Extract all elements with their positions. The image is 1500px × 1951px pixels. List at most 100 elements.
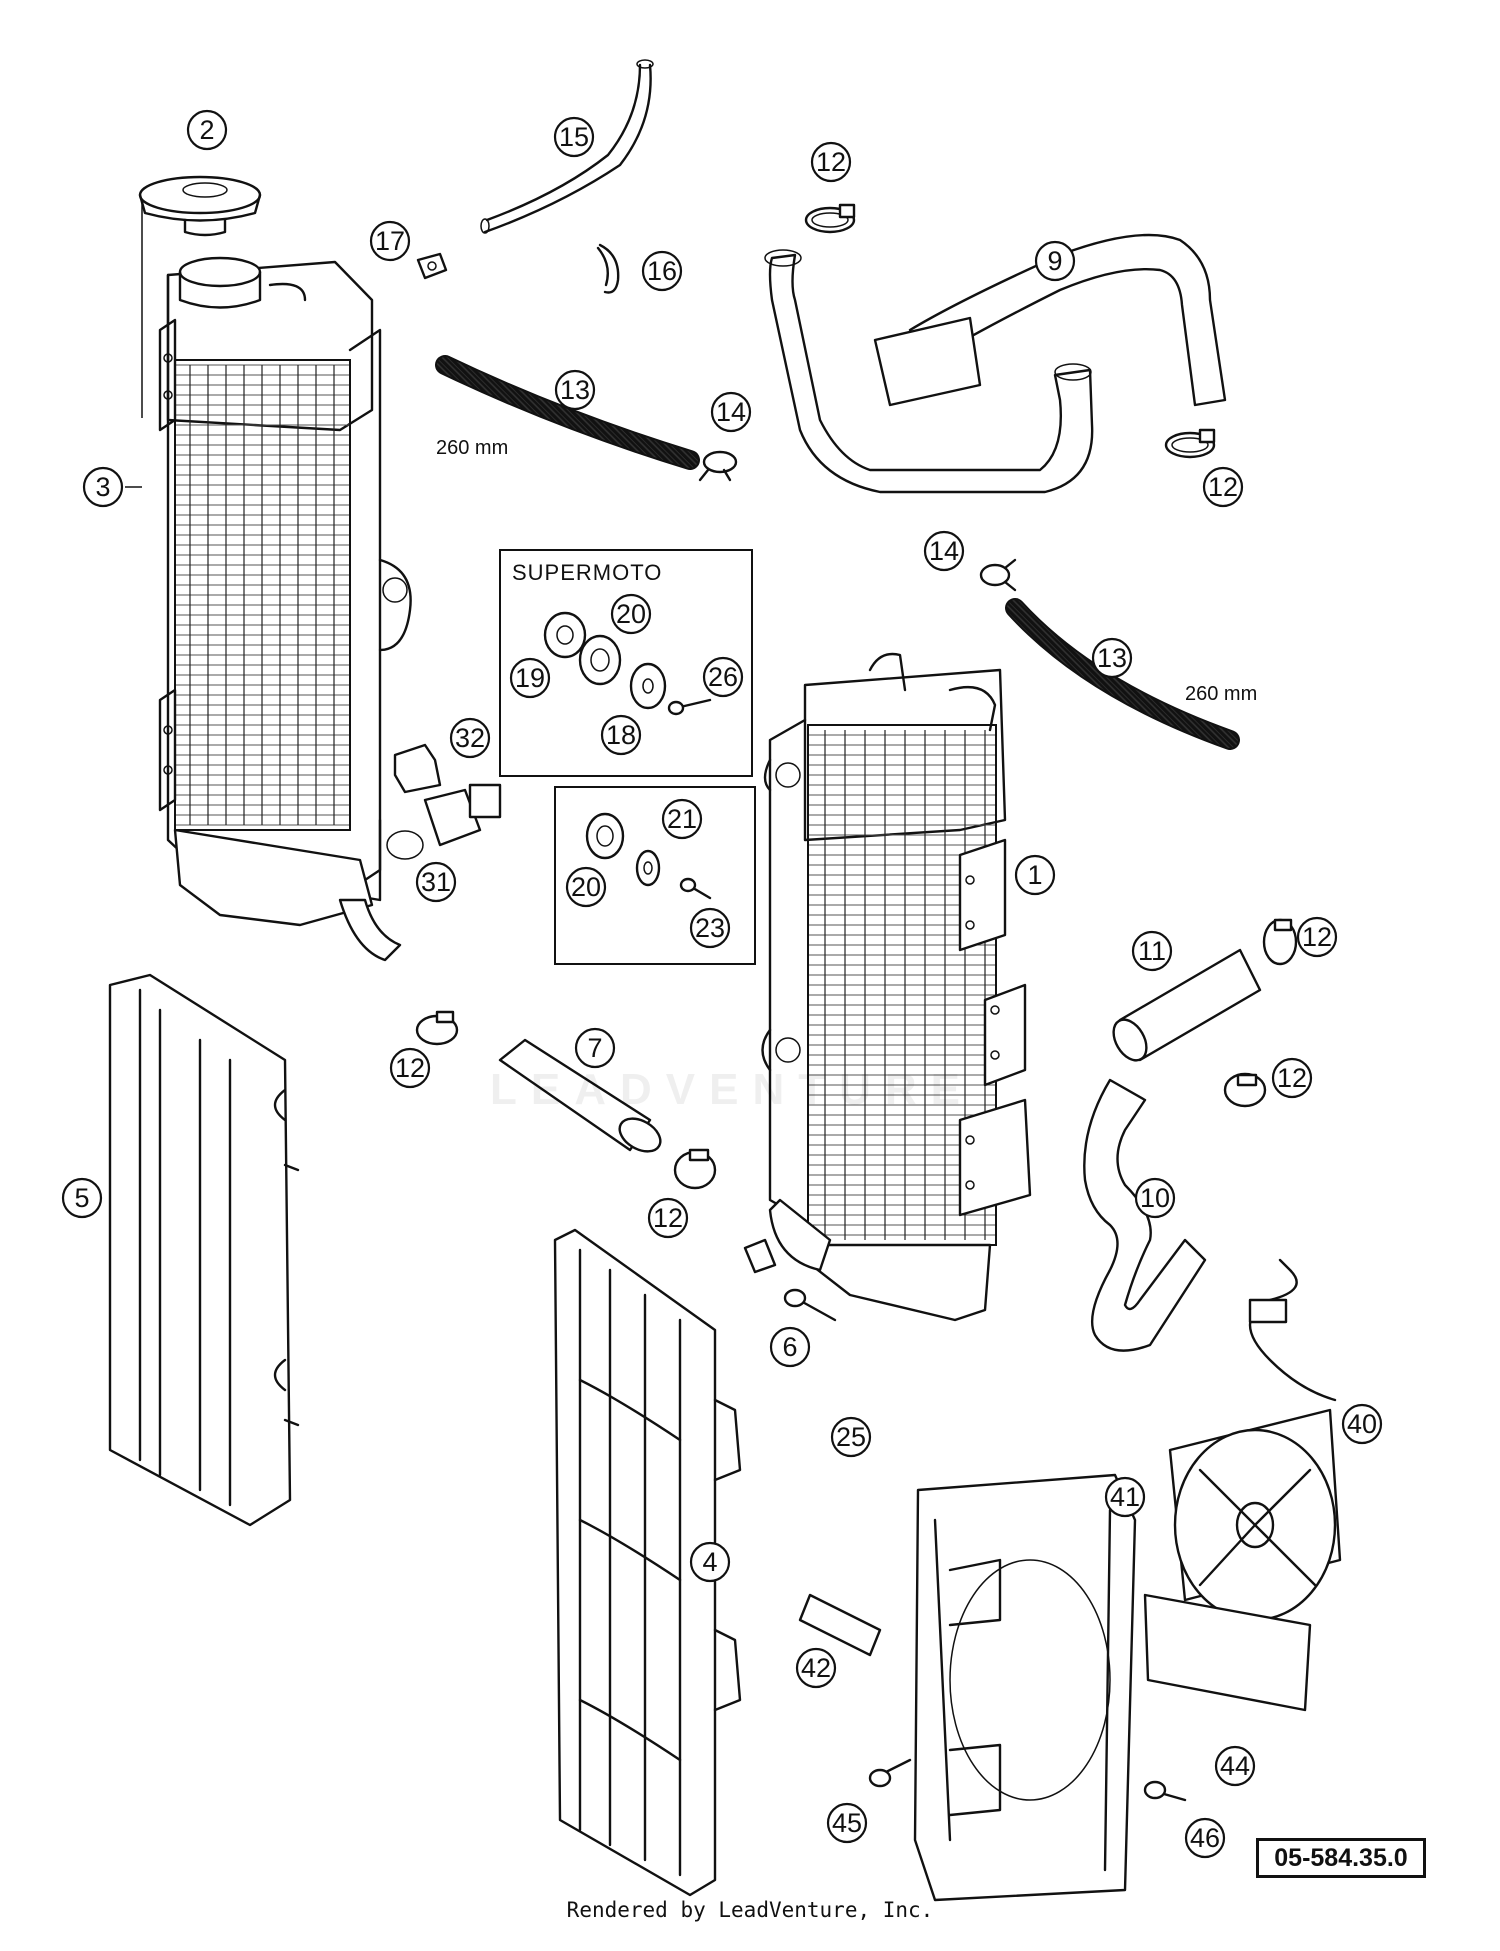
callout-5[interactable]: 5	[61, 1177, 103, 1219]
supermoto-box: SUPERMOTO	[499, 549, 753, 777]
right-louver	[553, 1228, 742, 1897]
callout-32[interactable]: 32	[449, 717, 491, 759]
callout-2[interactable]: 2	[186, 109, 228, 151]
svg-text:11: 11	[1138, 936, 1166, 966]
callout-7[interactable]: 7	[574, 1027, 616, 1069]
fan-40	[1168, 1258, 1342, 1622]
callout-46[interactable]: 46	[1184, 1817, 1226, 1859]
clip-16	[596, 243, 620, 294]
plate-44	[1143, 1593, 1312, 1712]
callout-25[interactable]: 25	[830, 1416, 872, 1458]
svg-text:15: 15	[559, 122, 589, 152]
left-louver	[108, 973, 300, 1527]
clamp-14-upper	[698, 450, 738, 482]
o-ring-31	[386, 830, 424, 860]
hose-length-label: 260 mm	[436, 437, 508, 459]
right-radiator	[761, 652, 1032, 1322]
footer-credit: Rendered by LeadVenture, Inc.	[566, 1898, 934, 1922]
callout-17[interactable]: 17	[369, 220, 411, 262]
screw-25	[783, 1288, 837, 1322]
y-hose-9	[764, 233, 1227, 494]
callout-15[interactable]: 15	[553, 116, 595, 158]
callout-26[interactable]: 26	[702, 656, 744, 698]
callout-12[interactable]: 12	[1271, 1057, 1313, 1099]
callout-31[interactable]: 31	[415, 861, 457, 903]
svg-text:45: 45	[832, 1808, 862, 1838]
svg-text:21: 21	[667, 804, 697, 834]
clamp-12-b	[1164, 428, 1216, 459]
svg-text:4: 4	[702, 1547, 717, 1577]
screw-45	[868, 1758, 912, 1788]
callout-11[interactable]: 11	[1131, 930, 1173, 972]
svg-text:18: 18	[606, 720, 636, 750]
svg-text:20: 20	[616, 599, 646, 629]
callout-41[interactable]: 41	[1104, 1476, 1146, 1518]
sensor-32	[393, 743, 502, 847]
screw-46	[1143, 1780, 1187, 1802]
hose-15	[483, 63, 652, 234]
callout-42[interactable]: 42	[795, 1647, 837, 1689]
svg-text:32: 32	[455, 723, 485, 753]
svg-text:12: 12	[395, 1053, 425, 1083]
grommet-17	[416, 252, 448, 280]
hose-10	[1083, 1078, 1207, 1352]
callout-14[interactable]: 14	[923, 530, 965, 572]
callout-10[interactable]: 10	[1134, 1177, 1176, 1219]
svg-text:12: 12	[653, 1203, 683, 1233]
svg-text:19: 19	[515, 663, 545, 693]
svg-text:12: 12	[1208, 472, 1238, 502]
left-radiator	[158, 256, 412, 962]
callout-1[interactable]: 1	[1014, 854, 1056, 896]
callout-13[interactable]: 13	[1091, 637, 1133, 679]
callout-12[interactable]: 12	[647, 1197, 689, 1239]
callout-6[interactable]: 6	[769, 1326, 811, 1368]
callout-14[interactable]: 14	[710, 391, 752, 433]
callout-19[interactable]: 19	[509, 657, 551, 699]
callout-12[interactable]: 12	[1202, 466, 1244, 508]
callout-12[interactable]: 12	[1296, 916, 1338, 958]
clamp-14-right	[979, 558, 1017, 592]
callout-12[interactable]: 12	[389, 1047, 431, 1089]
callout-44[interactable]: 44	[1214, 1745, 1256, 1787]
svg-text:7: 7	[587, 1033, 602, 1063]
callout-12[interactable]: 12	[810, 141, 852, 183]
standard-box	[554, 786, 756, 965]
callout-18[interactable]: 18	[600, 714, 642, 756]
svg-text:40: 40	[1347, 1409, 1377, 1439]
svg-text:17: 17	[375, 226, 405, 256]
callout-3[interactable]: 3	[82, 466, 124, 508]
svg-text:23: 23	[695, 913, 725, 943]
callout-45[interactable]: 45	[826, 1802, 868, 1844]
reference-code: 05-584.35.0	[1256, 1838, 1426, 1878]
svg-text:12: 12	[1302, 922, 1332, 952]
svg-text:5: 5	[74, 1183, 89, 1213]
svg-text:12: 12	[1277, 1063, 1307, 1093]
callout-4[interactable]: 4	[689, 1541, 731, 1583]
hose-length-label: 260 mm	[1185, 683, 1257, 705]
hose-7	[498, 1038, 662, 1153]
callout-20[interactable]: 20	[565, 866, 607, 908]
fan-shroud-41	[913, 1473, 1137, 1902]
callout-9[interactable]: 9	[1034, 240, 1076, 282]
clamp-12-f	[673, 1148, 717, 1190]
svg-text:41: 41	[1110, 1482, 1140, 1512]
svg-text:6: 6	[782, 1332, 797, 1362]
callout-23[interactable]: 23	[689, 907, 731, 949]
clamp-12-d	[1223, 1072, 1267, 1108]
svg-text:20: 20	[571, 872, 601, 902]
callout-40[interactable]: 40	[1341, 1403, 1383, 1445]
svg-text:1: 1	[1027, 860, 1042, 890]
svg-text:13: 13	[560, 375, 590, 405]
callout-21[interactable]: 21	[661, 798, 703, 840]
callout-13[interactable]: 13	[554, 369, 596, 411]
callout-16[interactable]: 16	[641, 250, 683, 292]
callout-20[interactable]: 20	[610, 593, 652, 635]
braided-hose-13-right	[1005, 598, 1240, 750]
svg-text:44: 44	[1220, 1751, 1250, 1781]
svg-text:16: 16	[647, 256, 677, 286]
svg-text:42: 42	[801, 1653, 831, 1683]
svg-text:3: 3	[95, 472, 110, 502]
watermark: LEADVENTURE	[490, 1065, 975, 1114]
tube-42	[798, 1593, 882, 1657]
